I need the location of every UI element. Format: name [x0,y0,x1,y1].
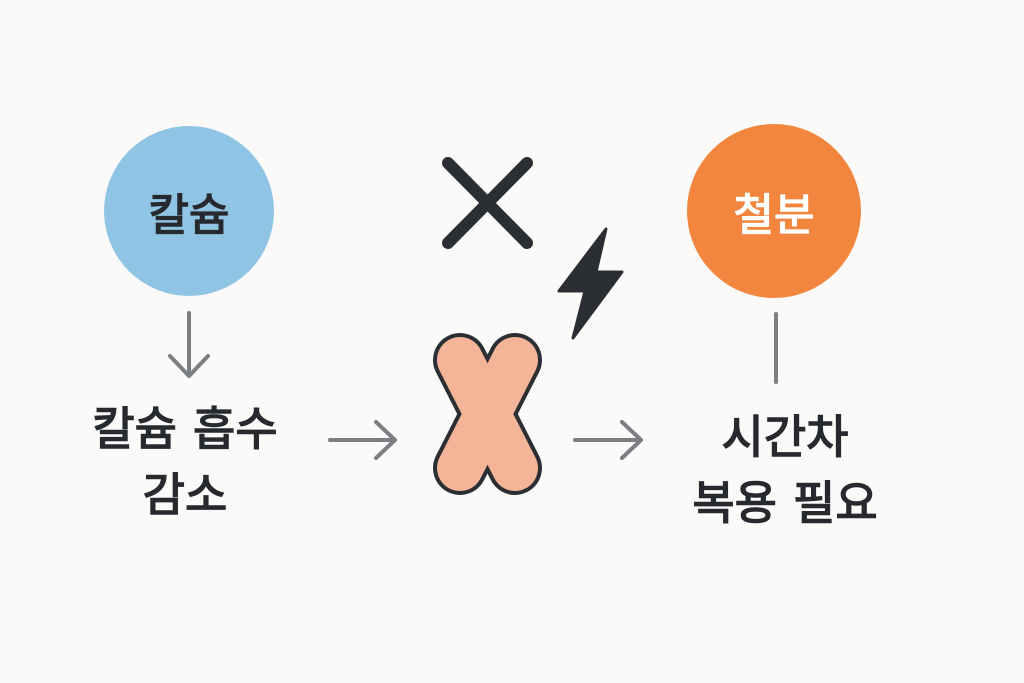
time-gap-line2: 복용 필요 [692,476,878,530]
x-mark-icon [442,157,533,249]
iron-label: 철분 [733,190,815,241]
calcium-absorption-line1: 칼슘 흡수 [92,402,278,456]
calcium-node: 칼슘 [104,126,274,296]
calcium-absorption-line2: 감소 [142,468,228,522]
iron-node: 철분 [687,124,861,298]
lightning-bolt-icon [557,227,624,340]
arrow-down-icon [168,311,210,378]
calcium-label: 칼슘 [148,190,230,241]
time-gap-text: 시간차 복용 필요 [650,404,920,536]
arrow-right-icon [573,420,643,460]
time-gap-line1: 시간차 [721,410,849,464]
calcium-absorption-text: 칼슘 흡수 감소 [40,396,330,528]
conflict-x-icon [433,333,542,495]
arrow-right-icon [328,420,397,460]
